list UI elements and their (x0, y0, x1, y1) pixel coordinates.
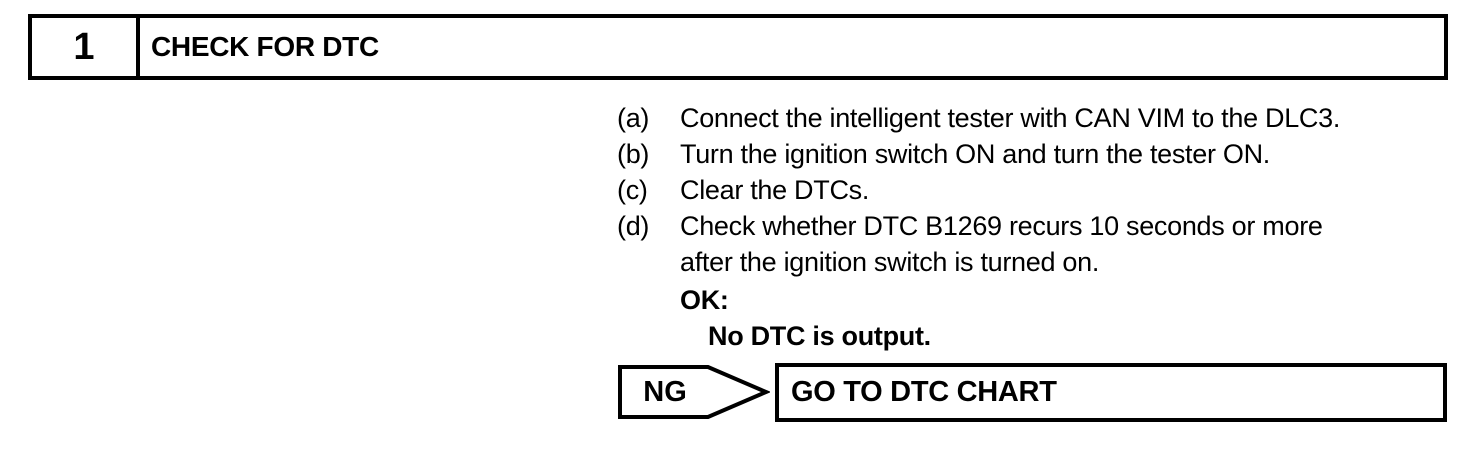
ok-block: OK: No DTC is output. (617, 282, 931, 354)
step-text: Connect the intelligent tester with CAN … (680, 100, 1340, 136)
step-text-line: Check whether DTC B1269 recurs 10 second… (680, 211, 1323, 241)
step-title: CHECK FOR DTC (151, 31, 379, 62)
step-text-line: Turn the ignition switch ON and turn the… (680, 139, 1270, 169)
step-letter: (c) (617, 175, 648, 205)
step-text-line: Clear the DTCs. (680, 175, 870, 205)
step-letter: (d) (617, 211, 650, 241)
ng-label: NG (643, 375, 687, 408)
ng-action-label: GO TO DTC CHART (791, 376, 1057, 408)
step-number: 1 (32, 18, 140, 76)
ng-action-box: GO TO DTC CHART (775, 363, 1447, 422)
step-text: Check whether DTC B1269 recurs 10 second… (680, 208, 1323, 280)
procedure-step: (c) Clear the DTCs. (617, 172, 1340, 208)
step-letter: (b) (617, 139, 650, 169)
step-text-line: Connect the intelligent tester with CAN … (680, 103, 1341, 133)
ok-result: No DTC is output. (708, 321, 931, 351)
ok-label: OK: (680, 285, 729, 315)
step-header: 1 CHECK FOR DTC (28, 14, 1448, 80)
instruction-list: (a) Connect the intelligent tester with C… (617, 100, 1340, 280)
step-text: Turn the ignition switch ON and turn the… (680, 136, 1270, 172)
step-text: Clear the DTCs. (680, 172, 869, 208)
procedure-step: (a) Connect the intelligent tester with C… (617, 100, 1340, 136)
procedure-step: (b) Turn the ignition switch ON and turn … (617, 136, 1340, 172)
step-letter: (a) (617, 103, 650, 133)
step-text-line: after the ignition switch is turned on. (680, 247, 1100, 277)
procedure-step: (d) Check whether DTC B1269 recurs 10 sec… (617, 208, 1340, 280)
ng-arrow-shape (618, 365, 770, 419)
ng-arrow: NG (618, 365, 770, 419)
